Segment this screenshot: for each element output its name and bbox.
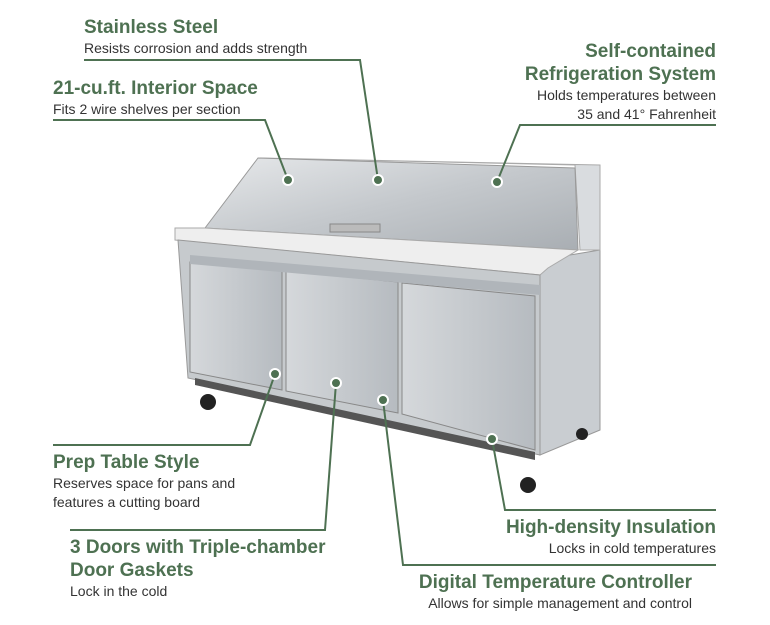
- callout-title: Refrigeration System: [524, 64, 716, 85]
- callout-desc: Reserves space for pans and: [53, 475, 236, 491]
- callout-title: Stainless Steel: [84, 17, 219, 38]
- cutting-board: [174, 227, 580, 276]
- callout-interior-space: 21-cu.ft. Interior Space Fits 2 wire she…: [53, 77, 258, 119]
- callout-desc: Lock in the cold: [70, 583, 168, 599]
- door-handle-strip: [190, 255, 540, 295]
- door-right: [401, 282, 536, 451]
- callout-desc: Fits 2 wire shelves per section: [53, 101, 241, 117]
- marker-dot: [330, 377, 342, 389]
- marker-dot: [491, 176, 503, 188]
- cabinet-side: [539, 249, 601, 456]
- door-middle: [285, 270, 399, 414]
- caster: [576, 428, 588, 440]
- callout-title: 3 Doors with Triple-chamber: [70, 537, 326, 558]
- callout-desc: 35 and 41° Fahrenheit: [577, 106, 716, 122]
- callout-title: 21-cu.ft. Interior Space: [53, 78, 258, 99]
- vent-grille: [195, 378, 535, 460]
- callout-desc: Allows for simple management and control: [428, 595, 692, 611]
- callout-desc: Locks in cold temperatures: [548, 540, 716, 556]
- callout-title: Door Gaskets: [70, 560, 194, 581]
- callout-doors-gaskets: 3 Doors with Triple-chamber Door Gaskets…: [70, 536, 326, 601]
- callout-stainless-steel: Stainless Steel Resists corrosion and ad…: [84, 16, 307, 58]
- caster: [520, 477, 536, 493]
- callout-refrigeration-system: Self-contained Refrigeration System Hold…: [525, 40, 716, 124]
- callout-title: Prep Table Style: [53, 452, 200, 473]
- callout-title: Self-contained: [585, 41, 716, 62]
- callout-title: Digital Temperature Controller: [418, 572, 692, 593]
- door-left: [189, 261, 283, 391]
- callout-desc: Resists corrosion and adds strength: [84, 40, 308, 56]
- marker-dot: [486, 433, 498, 445]
- marker-dot: [269, 368, 281, 380]
- lid-handle: [329, 223, 381, 233]
- marker-dot: [282, 174, 294, 186]
- callout-desc: features a cutting board: [53, 494, 201, 510]
- rear-panel: [259, 157, 601, 251]
- callout-insulation: High-density Insulation Locks in cold te…: [506, 516, 716, 558]
- marker-dot: [372, 174, 384, 186]
- caster: [200, 394, 216, 410]
- callout-prep-table-style: Prep Table Style Reserves space for pans…: [53, 451, 235, 512]
- callout-temperature-controller: Digital Temperature Controller Allows fo…: [419, 571, 692, 613]
- marker-dot: [377, 394, 389, 406]
- callout-title: High-density Insulation: [505, 517, 716, 538]
- callout-desc: Holds temperatures between: [537, 87, 716, 103]
